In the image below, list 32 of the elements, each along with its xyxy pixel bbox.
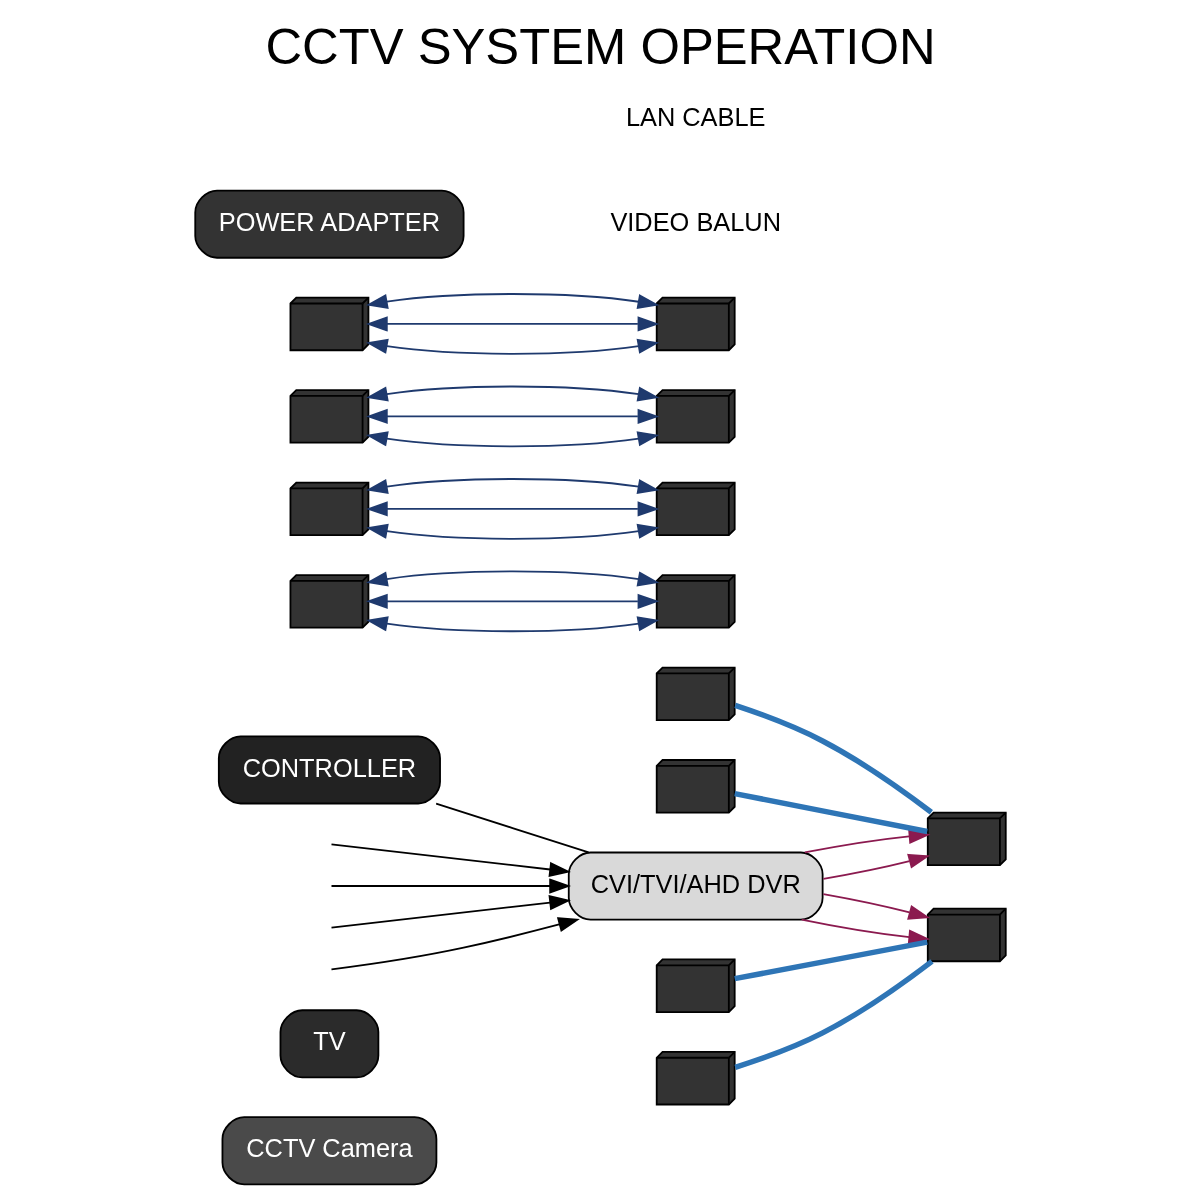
connector [733, 959, 934, 1070]
arrow [365, 523, 659, 540]
connector [733, 702, 933, 815]
connector [733, 790, 928, 835]
arrow [330, 843, 571, 877]
arrow [365, 616, 659, 633]
arrow [365, 570, 659, 587]
arrow [365, 431, 659, 448]
arrow [365, 478, 659, 495]
connector [733, 939, 928, 982]
node-box: CCTV Camera [221, 1116, 437, 1186]
label: VIDEO BALUN [609, 207, 781, 236]
diagram-title: CCTV SYSTEM OPERATION [264, 17, 936, 75]
arrow [365, 316, 659, 332]
connector [434, 802, 589, 854]
node-box: CVI/TVI/AHD DVR [567, 851, 824, 921]
node-box: TV [279, 1009, 379, 1079]
label: LAN CABLE [625, 102, 765, 131]
arrow [330, 878, 571, 894]
arrow [330, 917, 580, 971]
arrow [365, 293, 659, 310]
arrow [800, 918, 930, 945]
arrow [330, 895, 571, 929]
node-box: POWER ADAPTER [193, 189, 464, 259]
arrow [365, 501, 659, 517]
arrow [365, 408, 659, 425]
node-box: CONTROLLER [217, 735, 441, 805]
arrow [822, 853, 930, 880]
arrow [365, 385, 659, 402]
arrow [365, 338, 659, 355]
arrow [822, 893, 930, 920]
arrow [365, 593, 659, 609]
